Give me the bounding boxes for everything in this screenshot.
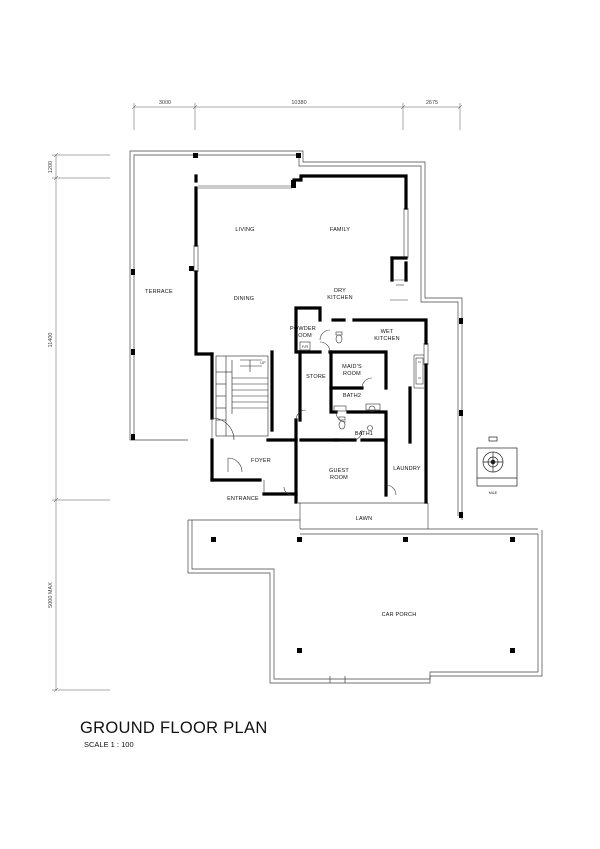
dimension-top-3: 2675: [426, 100, 438, 106]
m-and-e-unit: [476, 436, 518, 487]
room-label-powder-room-line1: POWDER: [290, 326, 316, 332]
room-label-dry-kitchen-line1: DRY: [334, 288, 346, 294]
left-dimension-chain: [52, 152, 110, 693]
drawing-title: GROUND FLOOR PLAN: [80, 719, 268, 737]
room-label-bath2: BATH2: [343, 393, 361, 399]
room-label-family: FAMILY: [330, 227, 350, 233]
room-label-lawn: LAWN: [356, 516, 373, 522]
room-label-laundry: LAUNDRY: [393, 466, 421, 472]
room-label-dining: DINING: [234, 296, 254, 302]
room-label-bath1: BATH1: [355, 431, 373, 437]
room-label-maids-room-line2: ROOM: [343, 371, 361, 377]
room-label-wet-kitchen-line1: WET: [381, 329, 394, 335]
room-label-store: STORE: [306, 374, 326, 380]
site-boundary: [129, 150, 543, 684]
room-label-terrace: TERRACE: [145, 289, 173, 295]
fridge-tag: F/R: [302, 344, 309, 349]
dimension-top-1: 3000: [159, 100, 171, 106]
staircase: [215, 355, 269, 437]
structural-columns: [131, 153, 515, 653]
windows-and-partitions: [193, 185, 429, 529]
room-label-powder-room-line2: ROOM: [294, 333, 312, 339]
dimension-top-2: 10380: [291, 100, 306, 106]
top-dimension-chain: [131, 103, 463, 130]
drawing-scale: SCALE 1 : 100: [84, 740, 134, 749]
room-label-foyer: FOYER: [251, 458, 271, 464]
room-label-living: LIVING: [235, 227, 254, 233]
room-label-maids-room-line1: MAID'S: [342, 364, 362, 370]
room-label-dry-kitchen-line2: KITCHEN: [327, 295, 353, 301]
room-label-guest-room-line2: ROOM: [330, 475, 348, 481]
dimension-left-2: 11400: [48, 333, 54, 348]
dimension-left-1: 1200: [48, 161, 54, 173]
room-label-guest-room-line1: GUEST: [329, 468, 349, 474]
room-label-car-porch: CAR PORCH: [382, 612, 417, 618]
dimension-left-3: 5000 MAX: [48, 582, 54, 608]
walls: [194, 174, 428, 504]
m-and-e-tag: M&E: [489, 490, 498, 495]
sanitary-fixtures: [299, 331, 424, 431]
stair-up-label: UP: [260, 360, 266, 365]
room-label-entrance: ENTRANCE: [227, 496, 259, 502]
room-label-wet-kitchen-line2: KITCHEN: [374, 336, 400, 342]
